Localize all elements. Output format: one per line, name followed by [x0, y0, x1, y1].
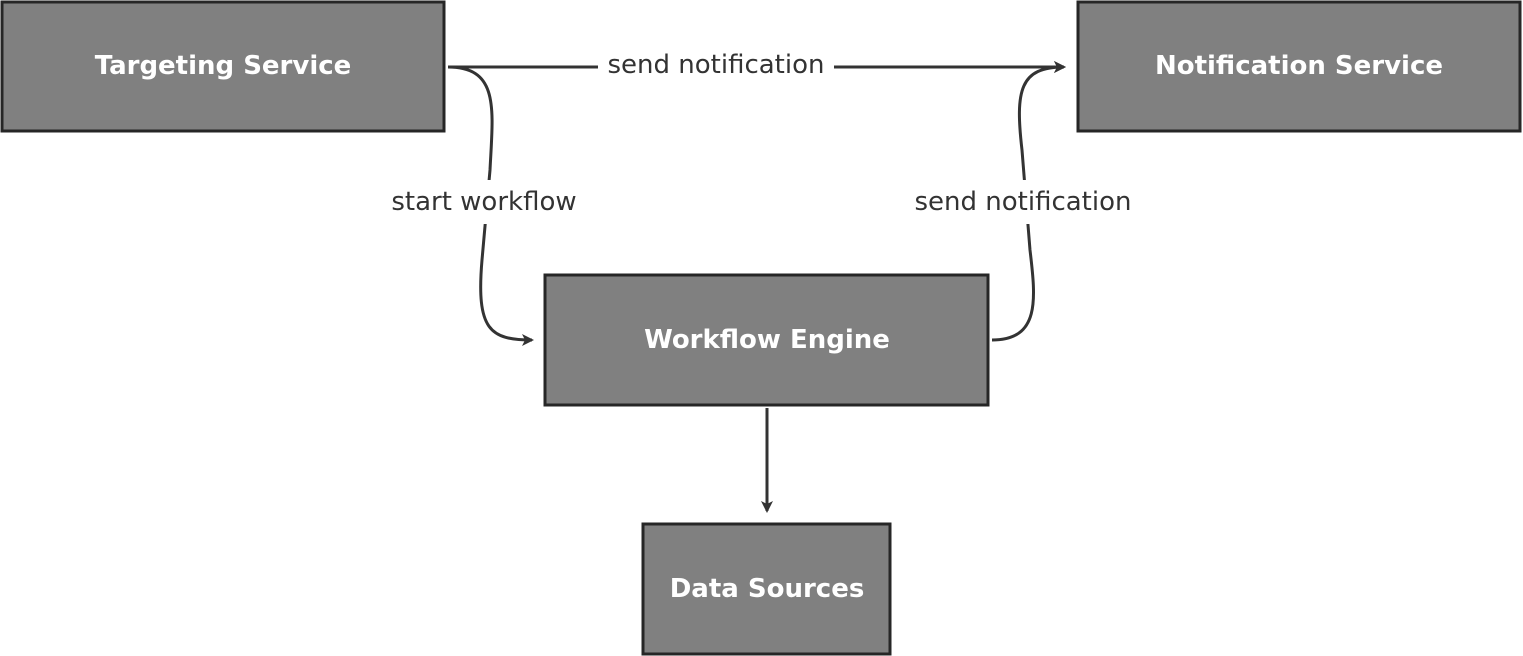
edge-label-bg: [598, 44, 834, 88]
node-box: [1076, 0, 1522, 133]
edge-workflow-to-notification: send notification: [908, 61, 1140, 342]
node-label-data-sources: Data Sources: [670, 574, 865, 604]
edge-label-send-notification-top: send notification: [607, 50, 824, 80]
node-workflow-engine: Workflow Engine: [543, 273, 990, 407]
edge-targeting-to-workflow: start workflow: [384, 65, 584, 346]
edge-path-start-workflow: [447, 65, 534, 346]
node-box: [543, 273, 990, 407]
node-label-workflow-engine: Workflow Engine: [644, 325, 890, 355]
node-label-notification-service: Notification Service: [1155, 51, 1443, 81]
node-data-sources: Data Sources: [641, 522, 892, 656]
edge-label-send-notification-right: send notification: [914, 187, 1131, 217]
edge-label-start-workflow: start workflow: [391, 187, 576, 217]
node-label-targeting-service: Targeting Service: [95, 51, 352, 81]
node-targeting-service: Targeting Service: [0, 0, 446, 133]
node-notification-service: Notification Service: [1076, 0, 1522, 133]
edge-targeting-to-notification: send notification: [448, 44, 1066, 88]
edge-label-bg: [384, 180, 584, 224]
node-box: [0, 0, 446, 133]
node-box: [641, 522, 892, 656]
edge-label-bg: [908, 180, 1140, 224]
